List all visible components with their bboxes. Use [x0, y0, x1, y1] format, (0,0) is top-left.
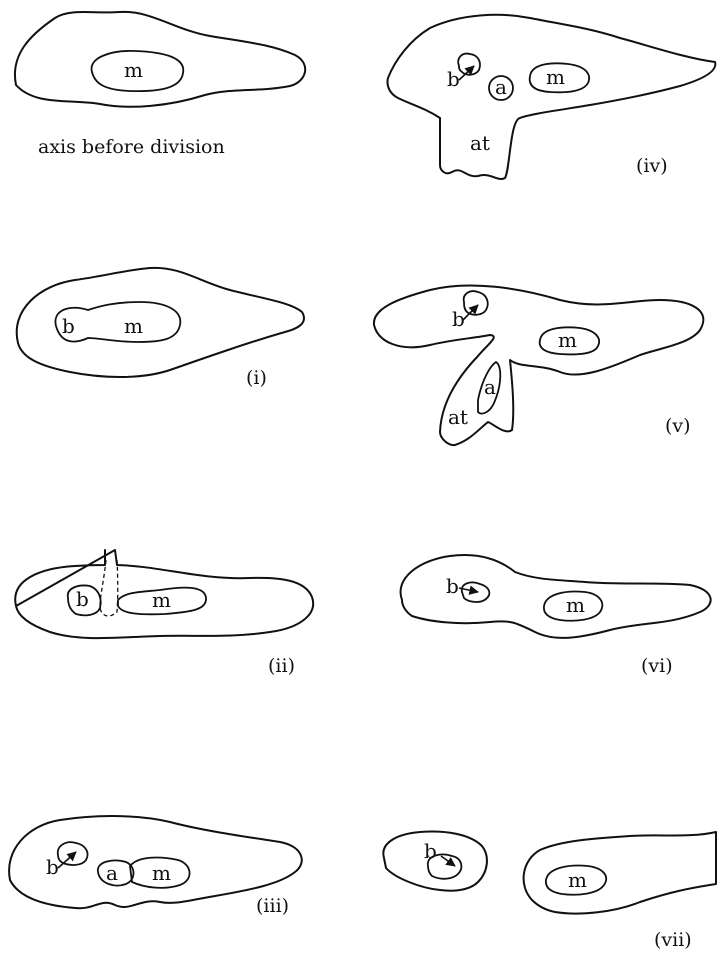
panel-iii: b a m (iii): [9, 816, 302, 917]
caption-vi: (vi): [641, 655, 673, 677]
label-b: b: [76, 587, 89, 611]
caption-iv: (iv): [636, 155, 668, 177]
caption-i: (i): [246, 367, 267, 389]
panel-vi: b m (vi): [401, 555, 711, 677]
label-m: m: [152, 861, 171, 885]
caption-v: (v): [665, 415, 691, 437]
axis-outline: [374, 285, 703, 445]
division-line: [100, 560, 118, 616]
caption-vii: (vii): [654, 929, 692, 951]
label-b: b: [62, 314, 75, 338]
axis-outline: [524, 832, 716, 914]
label-b: b: [446, 574, 459, 598]
label-at: at: [448, 405, 468, 429]
label-b: b: [424, 839, 437, 863]
panel-ii: b m (ii): [15, 550, 313, 677]
label-m: m: [568, 868, 587, 892]
caption-before-division: axis before division: [38, 136, 225, 158]
panel-i: b m (i): [17, 268, 304, 389]
axis-outline: [17, 268, 304, 377]
label-a: a: [106, 861, 118, 885]
label-m: m: [566, 593, 585, 617]
arrow-b: [441, 856, 455, 866]
label-b: b: [452, 307, 465, 331]
caption-iii: (iii): [256, 895, 289, 917]
panel-v: b a m at (v): [374, 285, 703, 445]
label-a: a: [484, 375, 496, 399]
label-m: m: [124, 58, 143, 82]
label-m: m: [124, 314, 143, 338]
bud-outline: [464, 291, 488, 315]
bud-outline: [58, 842, 88, 865]
panel-iv: b a m at (iv): [387, 15, 715, 179]
caption-ii: (ii): [268, 655, 295, 677]
label-b: b: [46, 855, 59, 879]
arrow-b: [459, 66, 474, 80]
label-at: at: [470, 131, 490, 155]
label-m: m: [546, 65, 565, 89]
panel-before-division: m axis before division: [15, 12, 305, 158]
label-b: b: [447, 67, 460, 91]
label-m: m: [152, 588, 171, 612]
panel-vii: b m (vii): [383, 832, 716, 951]
label-m: m: [558, 328, 577, 352]
label-a: a: [495, 75, 507, 99]
axis-outline: [15, 12, 305, 107]
